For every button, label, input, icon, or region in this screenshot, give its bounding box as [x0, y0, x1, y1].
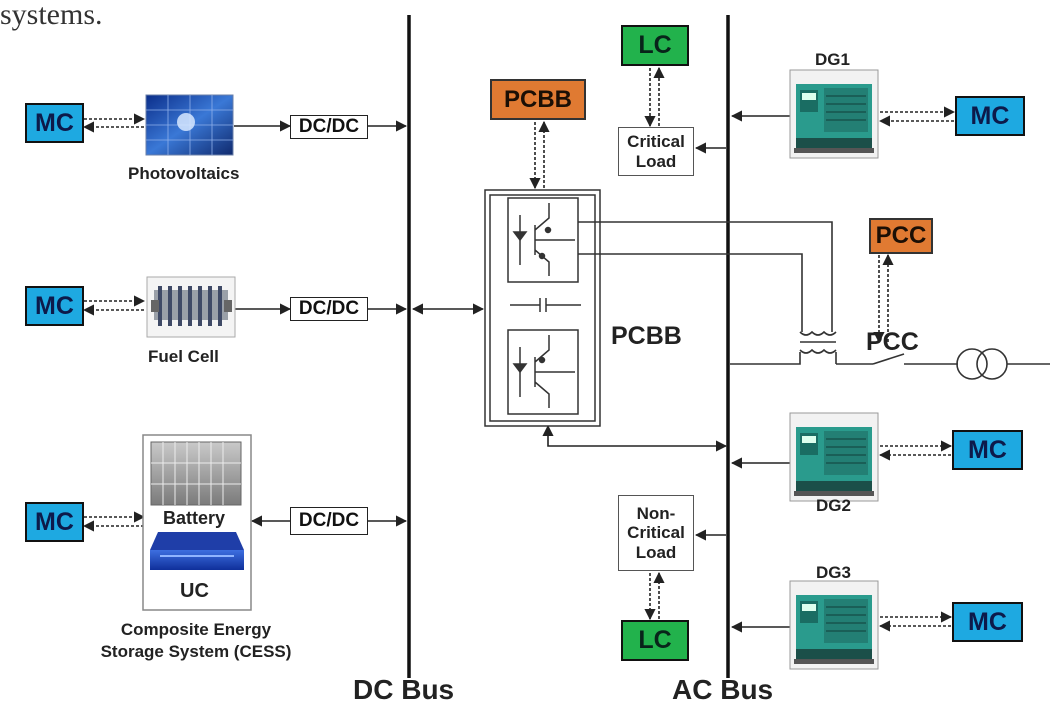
dg1-label: DG1	[815, 50, 850, 69]
cropped-caption-text: systems.	[0, 0, 103, 31]
solar-panel-icon	[145, 94, 234, 156]
dcdc-converter-cess: DC/DC	[290, 507, 368, 535]
noncritical-load-box: Non- Critical Load	[618, 495, 694, 571]
dg2-label: DG2	[816, 496, 851, 515]
mc-box-dg1: MC	[955, 96, 1025, 136]
pcbb-label: PCBB	[611, 322, 682, 350]
mc-links-right	[878, 106, 956, 632]
noncritical-load-line1: Non-	[636, 503, 676, 523]
pcc-controller-box: PCC	[869, 218, 933, 254]
diesel-generator-icon-dg3	[789, 580, 879, 670]
pcc-label: PCC	[866, 328, 919, 356]
mc-box-fuel-cell: MC	[25, 286, 84, 326]
diesel-generator-icon-dg1	[789, 69, 879, 159]
uc-label: UC	[180, 580, 209, 602]
mc-box-dg2: MC	[952, 430, 1023, 470]
fuel-cell-label: Fuel Cell	[148, 347, 219, 366]
lc-box-bottom: LC	[621, 620, 689, 661]
pcc-line	[730, 348, 1050, 380]
dc-bus-label: DC Bus	[353, 674, 455, 705]
ac-bus-label: AC Bus	[672, 674, 774, 705]
cess-label-line1: Composite Energy	[120, 620, 272, 639]
pcbb-converter	[484, 189, 601, 427]
dcdc-converter-fuel-cell: DC/DC	[290, 297, 368, 321]
critical-load-line2: Load	[635, 151, 677, 171]
battery-bank-icon	[150, 441, 242, 506]
critical-load-box: Critical Load	[618, 127, 694, 176]
control-links-vertical	[529, 66, 894, 621]
ultracapacitor-icon	[150, 532, 244, 570]
pcc-switch-blade	[872, 353, 905, 365]
mc-links-left	[82, 113, 146, 532]
cess-label-line2: Storage System (CESS)	[100, 642, 292, 661]
power-flow-lines	[234, 110, 790, 633]
fuel-cell-stack-icon	[146, 276, 236, 338]
mc-box-cess: MC	[25, 502, 84, 542]
pcbb-controller-box: PCBB	[490, 79, 586, 120]
diesel-generator-icon-dg2	[789, 412, 879, 502]
lc-box-top: LC	[621, 25, 689, 66]
noncritical-load-line3: Load	[635, 542, 677, 562]
dcdc-converter-pv: DC/DC	[290, 115, 368, 139]
noncritical-load-line2: Critical	[627, 523, 685, 543]
photovoltaics-label: Photovoltaics	[128, 164, 240, 183]
mc-box-photovoltaics: MC	[25, 103, 84, 143]
mc-box-dg3: MC	[952, 602, 1023, 642]
dg3-label: DG3	[816, 563, 851, 582]
pcbb-output-lines	[578, 221, 837, 354]
battery-label: Battery	[163, 508, 226, 528]
critical-load-line1: Critical	[627, 131, 685, 151]
